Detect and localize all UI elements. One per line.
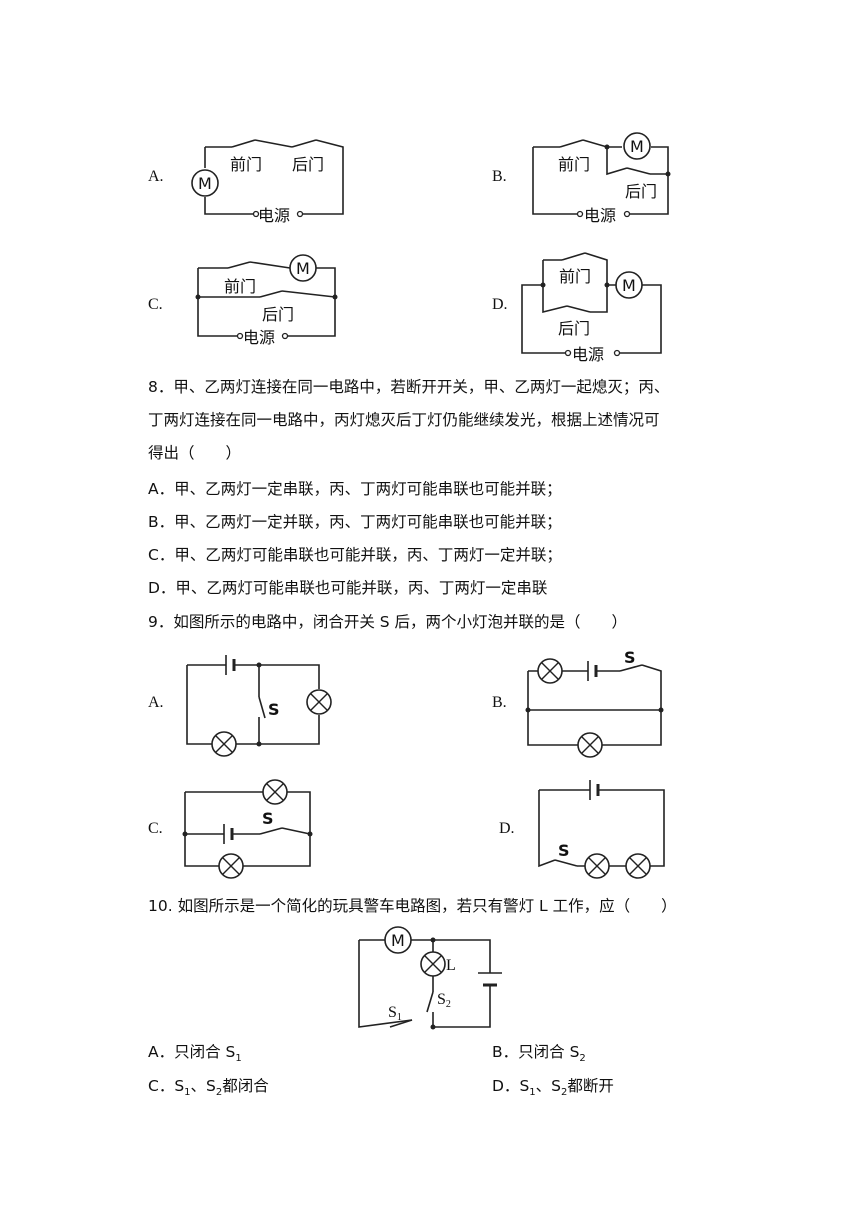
- q8-stem-line-1: 8．甲、乙两灯连接在同一电路中，若断开开关，甲、乙两灯一起熄灭；丙、: [148, 378, 670, 396]
- q10-choice-b[interactable]: B．只闭合 S2: [492, 1043, 586, 1065]
- svg-text:前门: 前门: [224, 277, 256, 296]
- q7-option-b-letter: B.: [492, 168, 507, 185]
- svg-text:M: M: [630, 137, 644, 156]
- q8-stem-line-3: 得出（ ）: [148, 444, 242, 462]
- q10-stem: 10. 如图所示是一个简化的玩具警车电路图，若只有警灯 L 工作，应（ ）: [148, 897, 677, 915]
- q8-stem-line-2: 丁两灯连接在同一电路中，丙灯熄灭后丁灯仍能继续发光，根据上述情况可: [148, 411, 660, 429]
- q7-option-d-letter: D.: [492, 296, 508, 313]
- bulb-icon: [577, 732, 603, 758]
- q9-stem: 9．如图所示的电路中，闭合开关 S 后，两个小灯泡并联的是（ ）: [148, 613, 628, 631]
- q8-choice-a[interactable]: A．甲、乙两灯一定串联，丙、丁两灯可能串联也可能并联；: [148, 480, 562, 498]
- svg-text:M: M: [622, 276, 636, 295]
- power-label: 电源: [258, 206, 290, 225]
- svg-text:电源: 电源: [572, 345, 604, 364]
- s2-label: S: [437, 991, 446, 1008]
- motor-label: M: [391, 931, 405, 950]
- svg-text:后门: 后门: [558, 319, 590, 338]
- q10-choice-c[interactable]: C．S1、S2都闭合: [148, 1077, 269, 1099]
- lamp-label: L: [446, 957, 456, 974]
- q10-choice-d[interactable]: D．S1、S2都断开: [492, 1077, 614, 1099]
- motor-icon: [289, 254, 317, 282]
- motor-icon: [191, 169, 219, 197]
- q8-choice-d[interactable]: D．甲、乙两灯可能串联也可能并联，丙、丁两灯一定串联: [148, 579, 548, 597]
- svg-text:后门: 后门: [262, 305, 294, 324]
- q9-option-d-letter: D.: [499, 820, 515, 837]
- q7-option-a-letter: A.: [148, 168, 164, 185]
- q8-choice-b[interactable]: B．甲、乙两灯一定并联，丙、丁两灯可能串联也可能并联；: [148, 513, 562, 531]
- bulb-icon: [262, 779, 288, 805]
- svg-text:电源: 电源: [584, 206, 616, 225]
- bulb-icon: [537, 658, 563, 684]
- svg-text:S: S: [558, 841, 570, 860]
- motor-label: M: [198, 174, 212, 193]
- q10-choice-a[interactable]: A．只闭合 S1: [148, 1043, 242, 1065]
- q9-option-a-letter: A.: [148, 694, 164, 711]
- bulb-icon: [306, 689, 332, 715]
- bulb-icon: [218, 853, 244, 879]
- motor-icon: [384, 926, 412, 954]
- warning-lamp-icon: [420, 951, 446, 977]
- svg-text:S: S: [624, 648, 636, 667]
- svg-text:S1: S1: [388, 1004, 402, 1023]
- svg-text:S2: S2: [437, 991, 451, 1010]
- svg-text:前门: 前门: [558, 155, 590, 174]
- svg-text:S: S: [262, 809, 274, 828]
- switch-label: S: [268, 700, 280, 719]
- front-door-label: 前门: [230, 155, 262, 174]
- s1-label: S: [388, 1004, 397, 1021]
- q7-option-c-letter: C.: [148, 296, 163, 313]
- bulb-icon: [625, 853, 651, 879]
- bulb-icon: [584, 853, 610, 879]
- svg-text:M: M: [296, 259, 310, 278]
- q9-option-b-letter: B.: [492, 694, 507, 711]
- motor-icon: [615, 271, 643, 299]
- svg-text:电源: 电源: [243, 328, 275, 347]
- svg-text:前门: 前门: [559, 267, 591, 286]
- q8-choice-c[interactable]: C．甲、乙两灯可能串联也可能并联，丙、丁两灯一定并联；: [148, 546, 562, 564]
- motor-icon: [623, 132, 651, 160]
- svg-text:后门: 后门: [625, 182, 657, 201]
- back-door-label: 后门: [292, 155, 324, 174]
- q9-option-c-letter: C.: [148, 820, 163, 837]
- bulb-icon: [211, 731, 237, 757]
